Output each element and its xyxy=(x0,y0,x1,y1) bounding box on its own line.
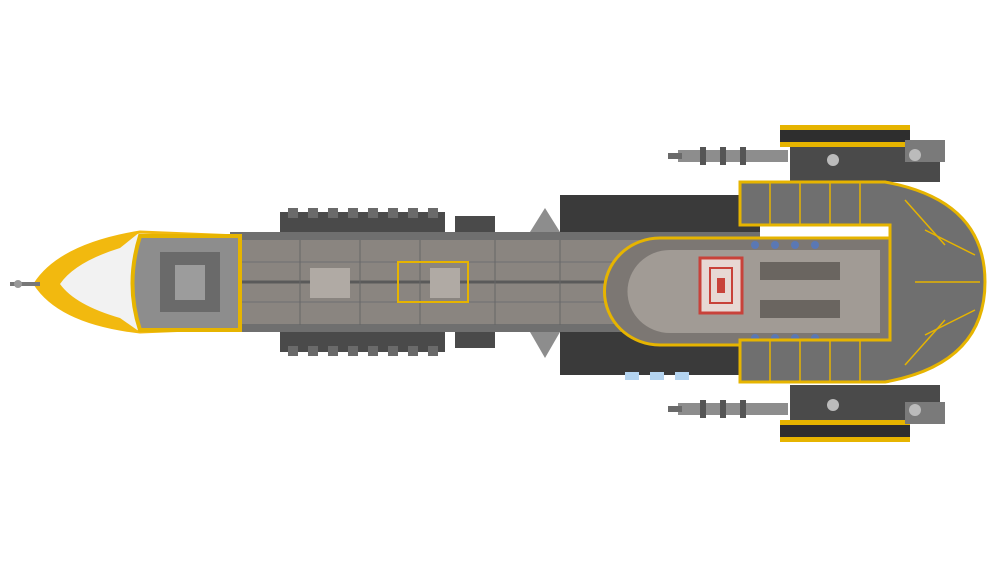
starship-icon xyxy=(10,125,987,442)
upper-gun-barrel xyxy=(668,147,788,165)
lower-nacelle xyxy=(780,385,945,442)
command-deck xyxy=(603,236,892,347)
lower-turret-row xyxy=(280,332,689,380)
upper-turret-row xyxy=(280,208,560,232)
bow-nose xyxy=(10,230,242,334)
lower-gun-barrel xyxy=(668,400,788,418)
stern-armor xyxy=(738,180,987,384)
upper-nacelle xyxy=(780,125,945,182)
